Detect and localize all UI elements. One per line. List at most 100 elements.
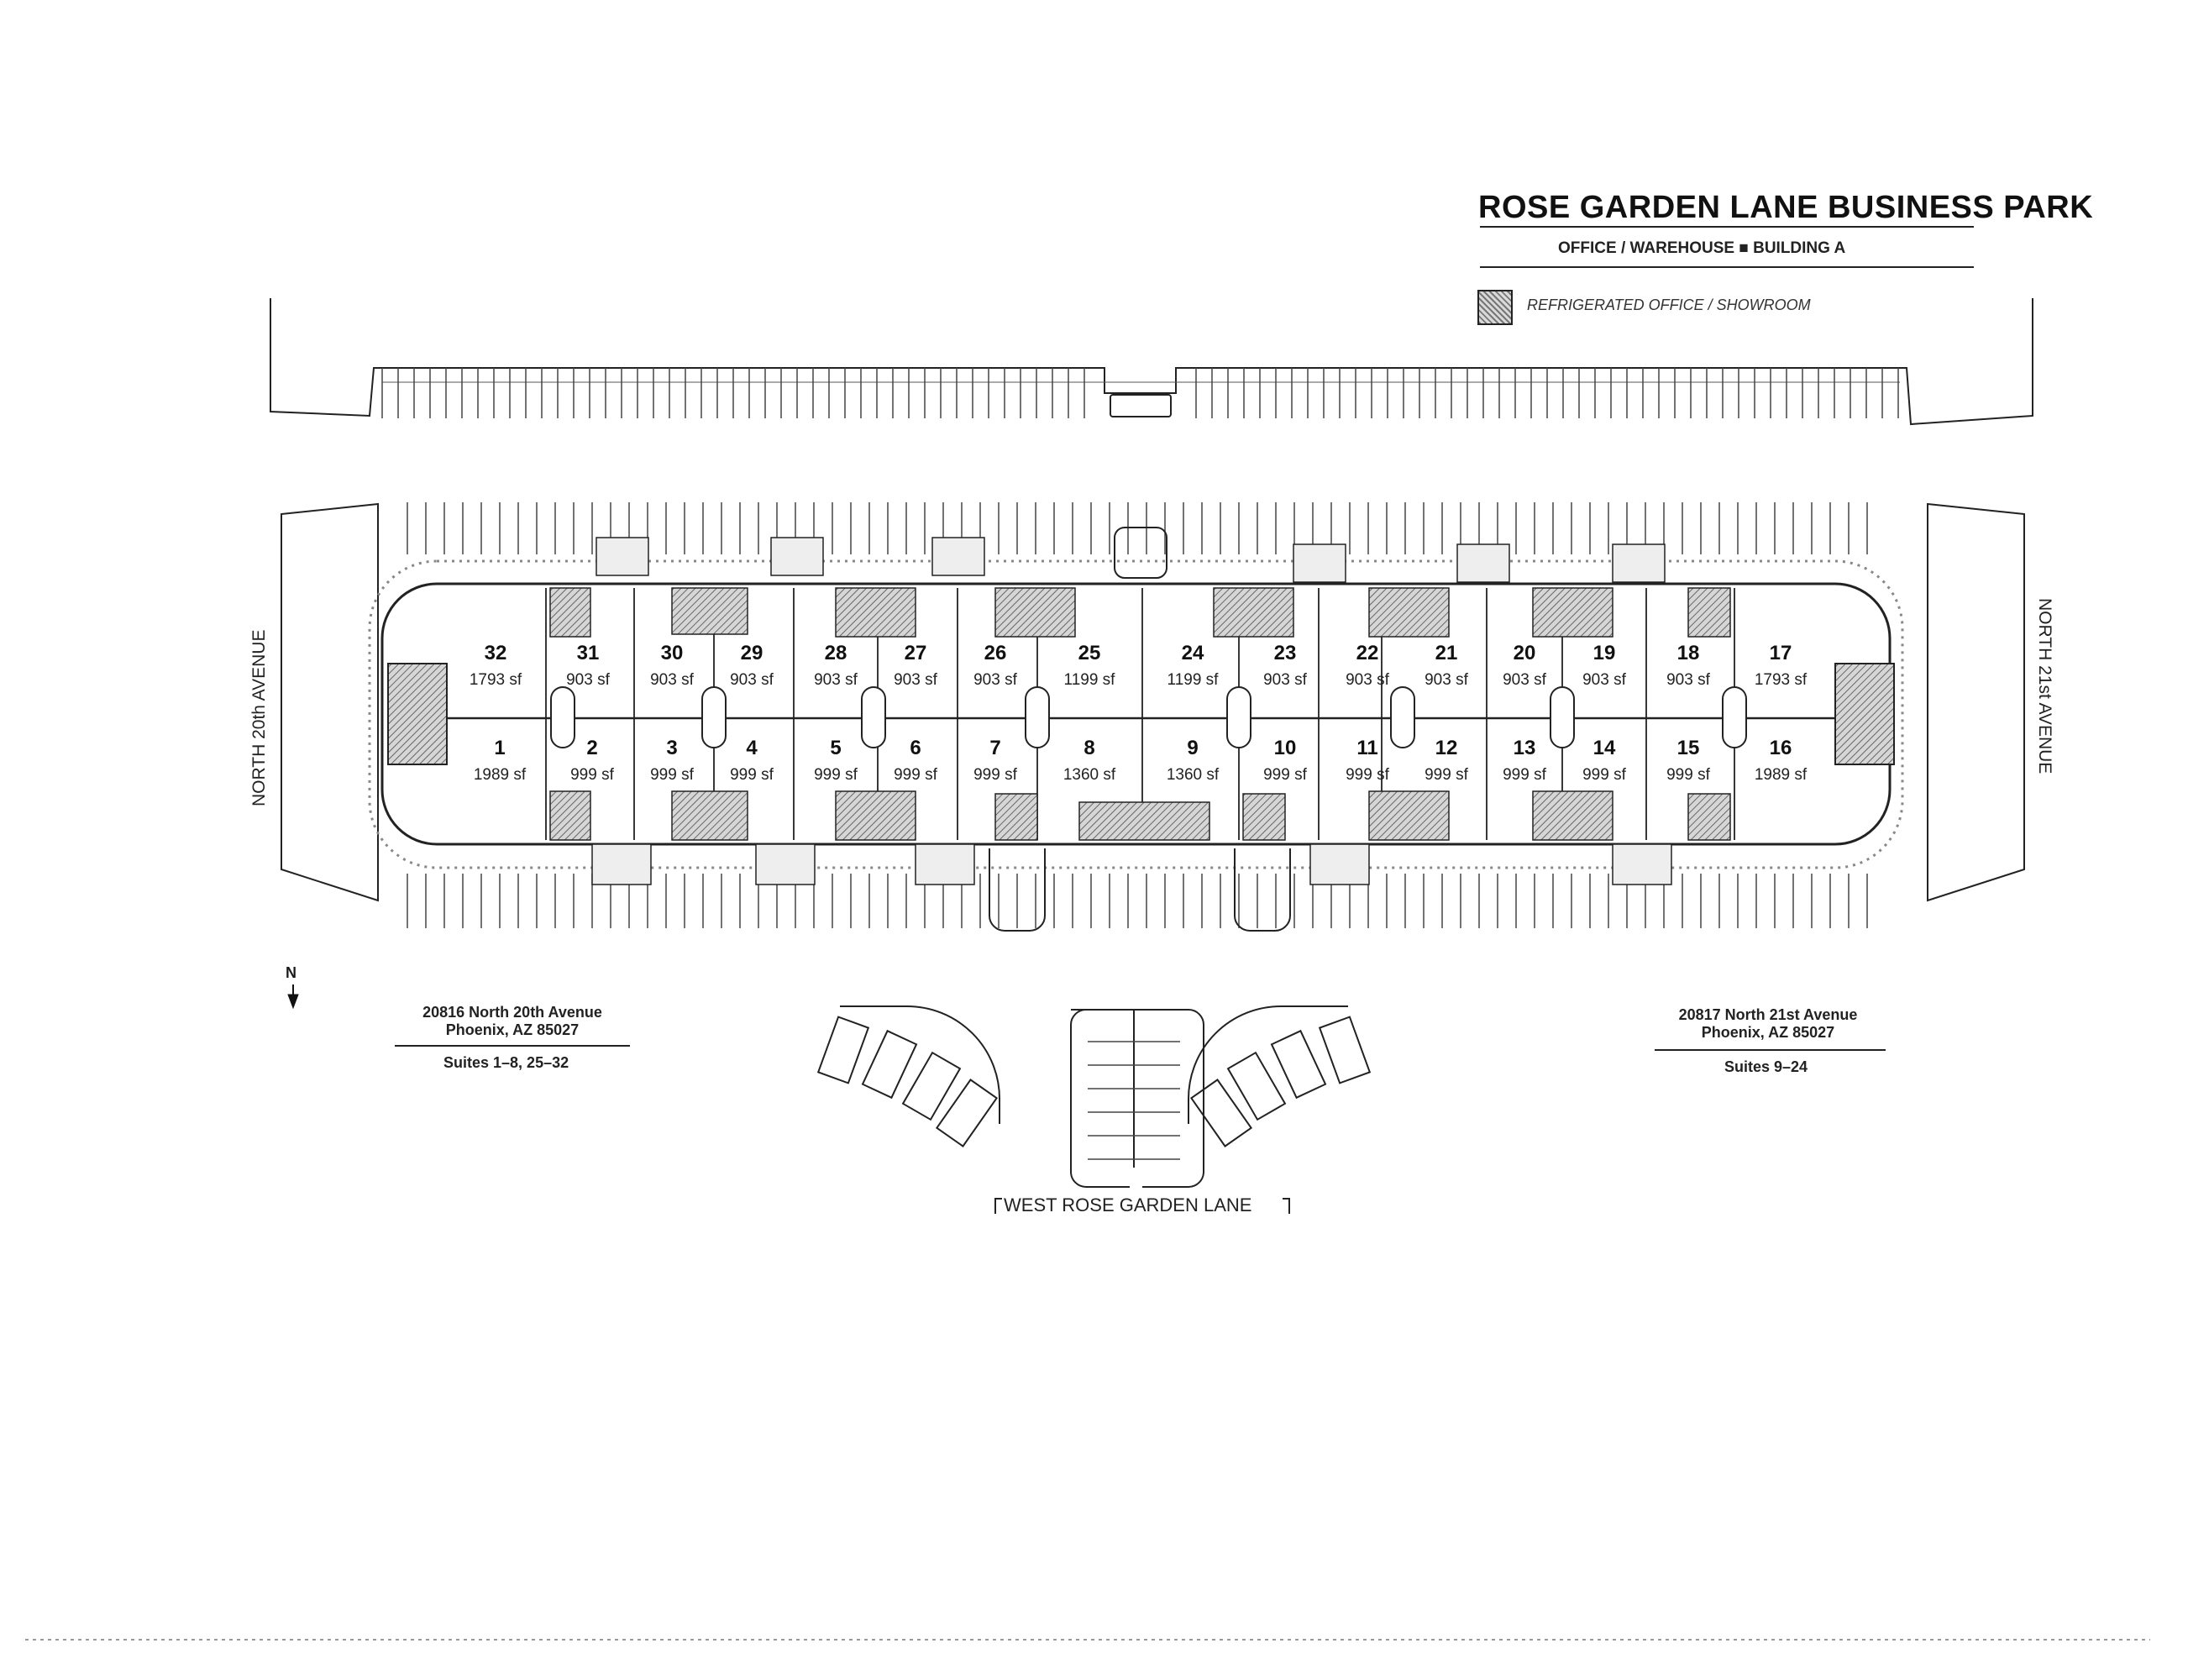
address-left-suites: Suites 1–8, 25–32	[443, 1054, 569, 1071]
suite-area: 1989 sf	[1755, 766, 1808, 784]
refrigerated-area	[1532, 587, 1613, 638]
suite-area: 1199 sf	[1064, 671, 1116, 689]
suite-number: 18	[1677, 642, 1700, 664]
address-left-line1: 20816 North 20th Avenue	[422, 1004, 602, 1021]
suite-area: 999 sf	[1582, 766, 1626, 784]
suite-area: 903 sf	[1666, 671, 1710, 689]
refrigerated-area	[671, 790, 748, 841]
suite-number: 8	[1084, 737, 1094, 759]
refrigerated-area	[1687, 793, 1731, 841]
roll-up-door	[861, 686, 886, 748]
side-parking-stalls	[407, 502, 1868, 928]
suite-area: 903 sf	[1503, 671, 1546, 689]
roll-up-door	[1722, 686, 1747, 748]
suite-number: 5	[830, 737, 841, 759]
refrigerated-areas	[549, 587, 1731, 841]
address-left-line2: Phoenix, AZ 85027	[445, 1021, 580, 1038]
building-subtitle: OFFICE / WAREHOUSE ■ BUILDING A	[1558, 239, 1846, 257]
suite-number: 24	[1182, 642, 1204, 664]
refrigerated-area	[1368, 587, 1450, 638]
suite-area: 903 sf	[1425, 671, 1468, 689]
address-right-line2: Phoenix, AZ 85027	[1701, 1024, 1835, 1041]
suite-labels-top: 32 1793 sf 31 903 sf 30 903 sf 29 903 sf 28 903 s…	[470, 642, 1808, 689]
suite-area: 999 sf	[894, 766, 937, 784]
suite-number: 10	[1274, 737, 1297, 759]
roll-up-door	[1025, 686, 1050, 748]
roll-up-door	[1226, 686, 1251, 748]
refrigerated-area	[994, 587, 1076, 638]
suite-area: 903 sf	[566, 671, 610, 689]
refrigerated-area	[1368, 790, 1450, 841]
suite-area: 903 sf	[894, 671, 937, 689]
suite-number: 6	[910, 737, 921, 759]
refrigerated-area	[1687, 587, 1731, 638]
refrigerated-area	[1242, 793, 1286, 841]
suite-number: 26	[984, 642, 1007, 664]
street-brackets	[994, 1198, 1290, 1214]
suite-area: 903 sf	[650, 671, 694, 689]
roll-up-doors	[550, 686, 1747, 748]
suite-number: 27	[905, 642, 927, 664]
refrigerated-area	[835, 790, 916, 841]
street-south: WEST ROSE GARDEN LANE	[1004, 1194, 1252, 1215]
address-right-suites: Suites 9–24	[1724, 1058, 1808, 1075]
suite-number: 7	[989, 737, 1000, 759]
suite-area: 999 sf	[1666, 766, 1710, 784]
legend-swatch-icon	[1477, 290, 1513, 325]
north-arrow-icon	[287, 984, 299, 1010]
suite-area: 999 sf	[1503, 766, 1546, 784]
suite-number: 22	[1356, 642, 1379, 664]
suite-number: 31	[577, 642, 600, 664]
roll-up-door	[1390, 686, 1415, 748]
suite-number: 25	[1078, 642, 1101, 664]
suite-number: 30	[661, 642, 684, 664]
suite-area: 1793 sf	[1755, 671, 1808, 689]
suite-area: 999 sf	[973, 766, 1017, 784]
north-parking-lot	[270, 298, 2033, 426]
suite-area: 999 sf	[1263, 766, 1307, 784]
suite-area: 903 sf	[1263, 671, 1307, 689]
suite-area: 999 sf	[570, 766, 614, 784]
suite-number: 28	[825, 642, 847, 664]
center-island-stalls	[1088, 1041, 1180, 1160]
roll-up-door	[1550, 686, 1575, 748]
utility-pads	[591, 537, 1672, 885]
building-a	[281, 502, 2025, 902]
address-left: 20816 North 20th Avenue Phoenix, AZ 8502…	[403, 1004, 622, 1039]
suite-area: 999 sf	[1346, 766, 1389, 784]
park-title: ROSE GARDEN LANE BUSINESS PARK	[1478, 190, 2094, 225]
suite-number: 13	[1514, 737, 1536, 759]
suite-area: 903 sf	[814, 671, 858, 689]
suite-number: 19	[1593, 642, 1616, 664]
north-label: N	[286, 964, 296, 981]
suite-area: 1360 sf	[1063, 766, 1116, 784]
refrigerated-area	[671, 587, 748, 635]
suite-number: 3	[666, 737, 677, 759]
suite-number: 4	[746, 737, 758, 759]
street-west: NORTH 20th AVENUE	[249, 630, 269, 806]
suite-number: 23	[1274, 642, 1297, 664]
suite-area: 903 sf	[1346, 671, 1389, 689]
roll-up-door	[550, 686, 575, 748]
suite-number: 2	[586, 737, 597, 759]
north-parking-stalls	[381, 368, 1899, 418]
suite-area: 999 sf	[730, 766, 774, 784]
suite-number: 29	[741, 642, 763, 664]
suite-area: 999 sf	[1425, 766, 1468, 784]
refrigerated-area	[1532, 790, 1613, 841]
suite-area: 999 sf	[814, 766, 858, 784]
refrigerated-area	[1213, 587, 1294, 638]
roll-up-door	[701, 686, 727, 748]
refrigerated-area	[549, 587, 591, 638]
west-refrigerated-block	[387, 663, 448, 765]
suite-area: 903 sf	[973, 671, 1017, 689]
suite-number: 12	[1435, 737, 1458, 759]
suite-area: 1199 sf	[1167, 671, 1220, 689]
refrigerated-area	[835, 587, 916, 638]
suite-area: 903 sf	[730, 671, 774, 689]
suite-area: 1360 sf	[1167, 766, 1220, 784]
curved-entries	[989, 527, 1291, 932]
suite-number: 32	[485, 642, 507, 664]
